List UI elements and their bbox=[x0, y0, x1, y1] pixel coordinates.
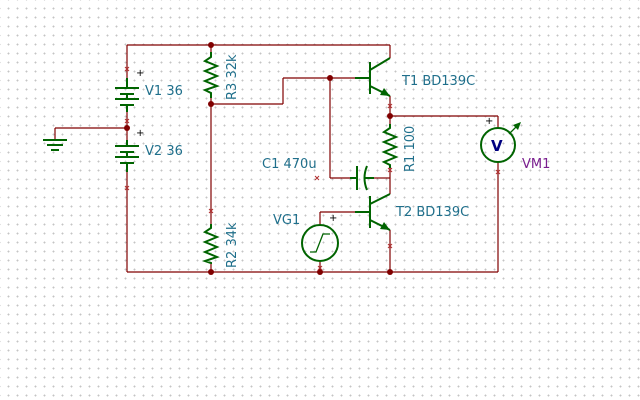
t2-model: BD139C bbox=[416, 205, 469, 220]
vm1-label: VM1 bbox=[522, 157, 550, 172]
r3-name: R3 bbox=[225, 83, 240, 100]
resistor-r1[interactable] bbox=[381, 124, 399, 168]
v1-value: 36 bbox=[166, 84, 183, 99]
r1-name: R1 bbox=[403, 155, 418, 172]
t2-label: T2 BD139C bbox=[395, 205, 469, 220]
t1-label: T1 BD139C bbox=[401, 74, 475, 89]
t2-name: T2 bbox=[395, 205, 412, 220]
junction-dot bbox=[327, 75, 333, 81]
junction-dot bbox=[124, 125, 130, 131]
r1-value: 100 bbox=[403, 126, 418, 151]
vg1-label: VG1 bbox=[273, 213, 300, 228]
r2-value: 34k bbox=[225, 222, 240, 247]
t1-name: T1 bbox=[401, 74, 418, 89]
junction-dot bbox=[208, 101, 214, 107]
resistor-r2[interactable] bbox=[201, 224, 220, 264]
battery-v2[interactable] bbox=[115, 140, 139, 172]
capacitor-c1[interactable] bbox=[350, 165, 374, 191]
junction-dot bbox=[317, 269, 323, 275]
resistor-r3[interactable] bbox=[202, 52, 220, 98]
transistor-t1[interactable] bbox=[355, 57, 391, 97]
v1-name: V1 bbox=[145, 84, 162, 99]
c1-value: 470u bbox=[284, 157, 317, 172]
junction-dot bbox=[208, 42, 214, 48]
vm1-plus-sign: + bbox=[485, 116, 493, 127]
r1-label: R1 100 bbox=[403, 126, 418, 172]
v2-plus-sign: + bbox=[136, 128, 144, 139]
v2-name: V2 bbox=[145, 144, 162, 159]
junctions bbox=[124, 42, 393, 275]
transistor-t2[interactable] bbox=[355, 193, 391, 231]
r3-label: R3 32k bbox=[225, 54, 240, 100]
v1-label: V1 36 bbox=[145, 84, 183, 99]
vg1-plus-sign: + bbox=[329, 213, 337, 224]
voltmeter-vm1[interactable]: V bbox=[480, 122, 521, 163]
r2-label: R2 34k bbox=[225, 222, 240, 268]
c1-label: C1 470u bbox=[262, 157, 317, 172]
v2-value: 36 bbox=[166, 144, 183, 159]
ground-icon[interactable] bbox=[43, 139, 67, 151]
battery-v1[interactable] bbox=[115, 78, 139, 112]
junction-dot bbox=[208, 269, 214, 275]
junction-dot bbox=[387, 113, 393, 119]
wires bbox=[54, 44, 499, 273]
pin-markers bbox=[124, 66, 501, 271]
r3-value: 32k bbox=[225, 54, 240, 79]
v1-plus-sign: + bbox=[136, 68, 144, 79]
t1-model: BD139C bbox=[422, 74, 475, 89]
c1-name: C1 bbox=[262, 157, 279, 172]
voltmeter-symbol: V bbox=[491, 137, 503, 155]
r2-name: R2 bbox=[225, 251, 240, 268]
signal-generator-vg1[interactable] bbox=[301, 224, 339, 262]
v2-label: V2 36 bbox=[145, 144, 183, 159]
junction-dot bbox=[387, 269, 393, 275]
